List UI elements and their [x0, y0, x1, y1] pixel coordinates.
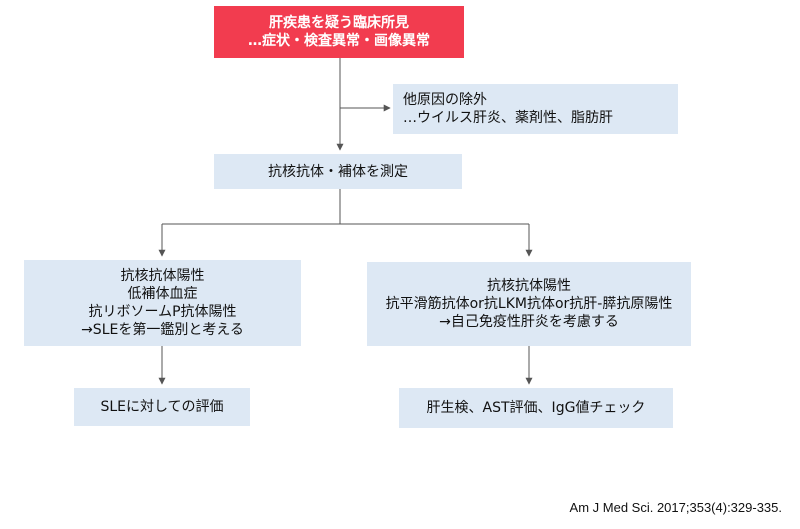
node-right: 抗核抗体陽性 抗平滑筋抗体or抗LKM抗体or抗肝-膵抗原陽性 →自己免疫性肝炎… — [367, 262, 691, 346]
citation: Am J Med Sci. 2017;353(4):329-335. — [569, 500, 782, 515]
node-left-line-1: 抗核抗体陽性 — [120, 268, 205, 284]
node-left-eval-line-1: SLEに対しての評価 — [100, 399, 224, 415]
node-right-eval: 肝生検、AST評価、IgG値チェック — [399, 388, 673, 428]
node-left-eval: SLEに対しての評価 — [74, 388, 250, 426]
node-right-line-1: 抗核抗体陽性 — [487, 278, 571, 294]
node-right-line-2: 抗平滑筋抗体or抗LKM抗体or抗肝-膵抗原陽性 — [385, 296, 673, 312]
node-left-line-2: 低補体血症 — [127, 286, 198, 302]
node-start: 肝疾患を疑う臨床所見 …症状・検査異常・画像異常 — [214, 6, 464, 58]
node-exclude: 他原因の除外 …ウイルス肝炎、薬剤性、脂肪肝 — [393, 84, 678, 134]
node-left: 抗核抗体陽性 低補体血症 抗リボソームP抗体陽性 →SLEを第一鑑別と考える — [24, 260, 301, 346]
node-start-line-2: …症状・検査異常・画像異常 — [248, 33, 430, 49]
node-right-eval-line-1: 肝生検、AST評価、IgG値チェック — [426, 400, 646, 416]
node-start-line-1: 肝疾患を疑う臨床所見 — [269, 15, 409, 31]
node-left-line-4: →SLEを第一鑑別と考える — [81, 322, 244, 338]
node-exclude-line-2: …ウイルス肝炎、薬剤性、脂肪肝 — [403, 110, 613, 126]
node-measure: 抗核抗体・補体を測定 — [214, 154, 462, 189]
node-right-line-3: →自己免疫性肝炎を考慮する — [439, 314, 619, 330]
node-measure-line-1: 抗核抗体・補体を測定 — [268, 163, 408, 180]
node-exclude-line-1: 他原因の除外 — [403, 92, 487, 108]
node-left-line-3: 抗リボソームP抗体陽性 — [88, 304, 237, 320]
